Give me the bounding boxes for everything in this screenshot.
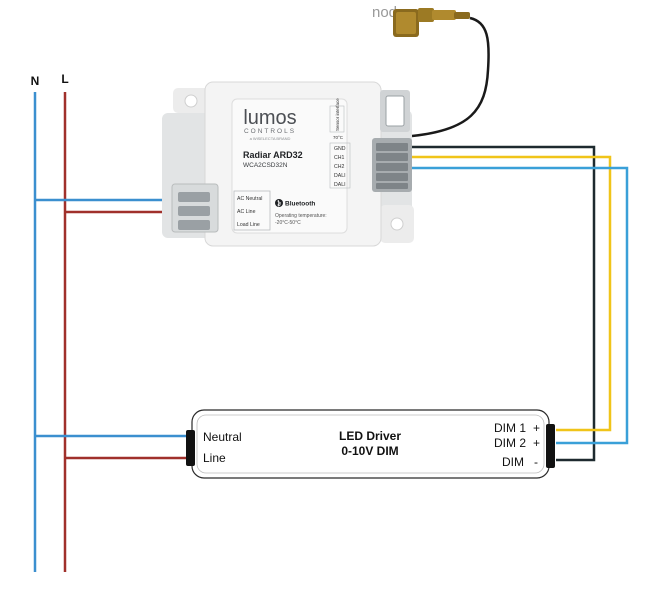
terminal-gnd: GND	[334, 146, 346, 152]
brand-tagline: a WiSELECTA BRAND	[250, 136, 291, 141]
bluetooth-label: Bluetooth	[285, 201, 315, 208]
brand-subtitle: CONTROLS	[244, 128, 296, 135]
terminal-dali-1: DALI	[334, 173, 346, 179]
led-driver	[186, 409, 555, 479]
sensor-interface-label: Sensor interface	[335, 98, 340, 131]
driver-subtitle: 0-10V DIM	[341, 444, 398, 458]
bluetooth-icon	[275, 199, 283, 207]
driver-dim1-plus: +	[533, 421, 540, 435]
terminal-ac-line: AC Line	[237, 209, 256, 215]
driver-dim2-label: DIM 2	[494, 436, 526, 450]
sensor-temp-rating: 70°C	[333, 135, 344, 140]
ch2-wire	[412, 166, 629, 445]
driver-dim2-plus: +	[533, 436, 540, 450]
terminal-ch1: CH1	[334, 155, 344, 161]
terminal-ch2: CH2	[334, 164, 344, 170]
driver-dim-neg-label: DIM	[502, 455, 524, 469]
brand-logo: lumos	[243, 107, 296, 129]
terminal-ac-neutral: AC Neutral	[237, 196, 262, 202]
controller-unit	[162, 81, 414, 247]
neutral-rail-label: N	[31, 74, 40, 88]
ch1-wire	[412, 155, 612, 432]
line-rail-label: L	[61, 72, 68, 86]
operating-temp-range: -20°C-50°C	[275, 220, 301, 226]
terminal-dali-2: DALI	[334, 182, 346, 188]
model-code: WCA2CSD32N	[243, 162, 288, 169]
driver-dim-minus: -	[534, 455, 538, 469]
driver-neutral-label: Neutral	[203, 430, 242, 444]
sensor-cable	[411, 16, 490, 138]
terminal-load-line: Load Line	[237, 222, 260, 228]
sensor-probe	[393, 8, 470, 37]
model-name: Radiar ARD32	[243, 150, 303, 160]
driver-line-label: Line	[203, 451, 226, 465]
gnd-wire	[412, 145, 596, 462]
driver-title: LED Driver	[339, 429, 401, 443]
operating-temp-title: Operating temperature:	[275, 213, 327, 219]
driver-dim1-label: DIM 1	[494, 421, 526, 435]
